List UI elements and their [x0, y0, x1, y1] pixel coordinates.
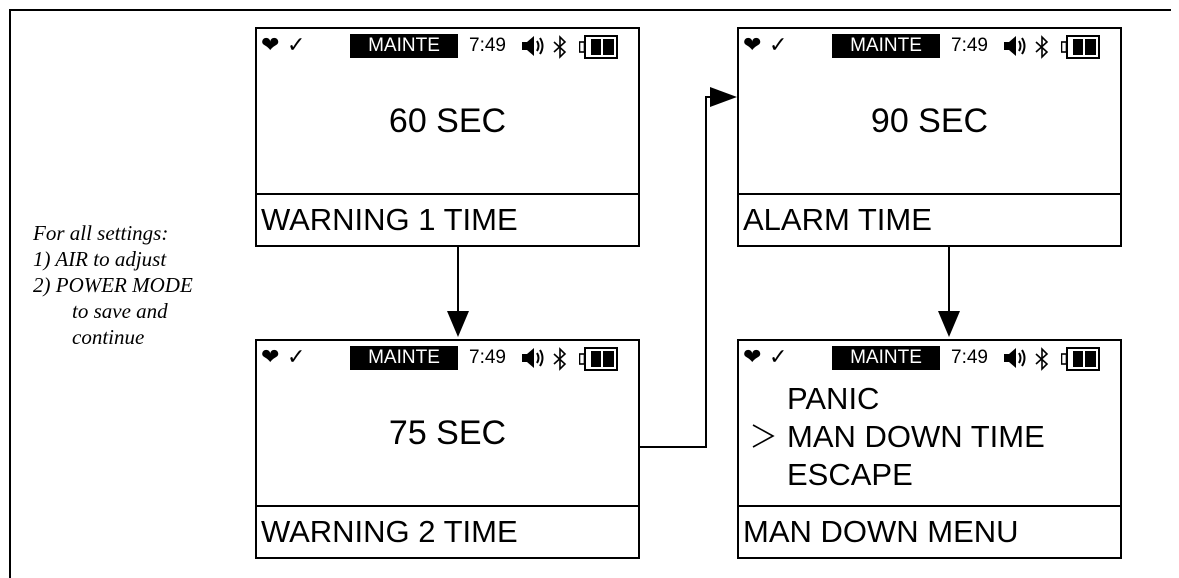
- setting-value: 90 SEC: [870, 102, 989, 140]
- setting-value: 60 SEC: [388, 102, 507, 140]
- instruction-note: For all settings: 1) AIR to adjust 2) PO…: [33, 220, 283, 350]
- menu-item-escape[interactable]: ESCAPE: [787, 457, 913, 492]
- clock-time: 7:49: [469, 35, 506, 56]
- frame-left-line: [9, 9, 11, 578]
- clock-time: 7:49: [469, 347, 506, 368]
- screen-warning-1-time: ❤ ✓ MAINTE 7:49 60 SEC WARNING 1 TIME: [255, 27, 640, 247]
- check-icon: ✓: [287, 32, 306, 57]
- note-line: For all settings:: [33, 221, 169, 245]
- clock-time: 7:49: [951, 347, 988, 368]
- screen-footer: ALARM TIME: [739, 193, 1120, 245]
- heart-icon: ❤: [743, 32, 762, 57]
- screen-footer: MAN DOWN MENU: [739, 505, 1120, 557]
- frame-top-line: [9, 9, 1171, 11]
- mode-badge: MAINTE: [350, 346, 458, 370]
- screen-man-down-menu: ❤ ✓ MAINTE 7:49 PANIC MAN DOWN TIME ESCA…: [737, 339, 1122, 559]
- speaker-icon: [521, 347, 547, 374]
- heart-icon: ❤: [261, 32, 280, 57]
- setting-value: 75 SEC: [388, 414, 507, 452]
- footer-label: MAN DOWN MENU: [743, 514, 1019, 549]
- speaker-icon: [521, 35, 547, 62]
- bluetooth-icon: [551, 347, 569, 376]
- status-bar: ❤ ✓ MAINTE 7:49: [257, 341, 638, 375]
- heart-icon: ❤: [261, 344, 280, 369]
- footer-label: WARNING 1 TIME: [261, 202, 518, 237]
- check-icon: ✓: [769, 344, 788, 369]
- bluetooth-icon: [1033, 347, 1051, 376]
- selection-cursor-icon: [749, 422, 779, 455]
- battery-icon: [578, 35, 619, 64]
- screen-footer: WARNING 2 TIME: [257, 505, 638, 557]
- speaker-icon: [1003, 347, 1029, 374]
- menu-item-panic[interactable]: PANIC: [787, 381, 880, 416]
- battery-icon: [1060, 35, 1101, 64]
- speaker-icon: [1003, 35, 1029, 62]
- mode-badge: MAINTE: [832, 346, 940, 370]
- check-icon: ✓: [287, 344, 306, 369]
- note-line: 1) AIR to adjust: [33, 247, 167, 271]
- status-bar: ❤ ✓ MAINTE 7:49: [257, 29, 638, 63]
- check-icon: ✓: [769, 32, 788, 57]
- arrow-warning2-to-alarm: [640, 87, 737, 448]
- arrow-warning1-to-warning2: [447, 247, 469, 337]
- mode-badge: MAINTE: [832, 34, 940, 58]
- status-bar: ❤ ✓ MAINTE 7:49: [739, 29, 1120, 63]
- arrow-alarm-to-mandown: [938, 247, 960, 337]
- bluetooth-icon: [1033, 35, 1051, 64]
- footer-label: WARNING 2 TIME: [261, 514, 518, 549]
- note-line: 2) POWER MODE: [33, 273, 193, 297]
- status-bar: ❤ ✓ MAINTE 7:49: [739, 341, 1120, 375]
- menu-item-man-down-time[interactable]: MAN DOWN TIME: [787, 419, 1045, 454]
- heart-icon: ❤: [743, 344, 762, 369]
- battery-icon: [578, 347, 619, 376]
- footer-label: ALARM TIME: [743, 202, 932, 237]
- screen-alarm-time: ❤ ✓ MAINTE 7:49 90 SEC ALARM TIME: [737, 27, 1122, 247]
- screen-footer: WARNING 1 TIME: [257, 193, 638, 245]
- note-line: continue: [72, 325, 145, 349]
- mode-badge: MAINTE: [350, 34, 458, 58]
- screen-warning-2-time: ❤ ✓ MAINTE 7:49 75 SEC WARNING 2 TIME: [255, 339, 640, 559]
- bluetooth-icon: [551, 35, 569, 64]
- note-line: to save and: [72, 299, 168, 323]
- clock-time: 7:49: [951, 35, 988, 56]
- battery-icon: [1060, 347, 1101, 376]
